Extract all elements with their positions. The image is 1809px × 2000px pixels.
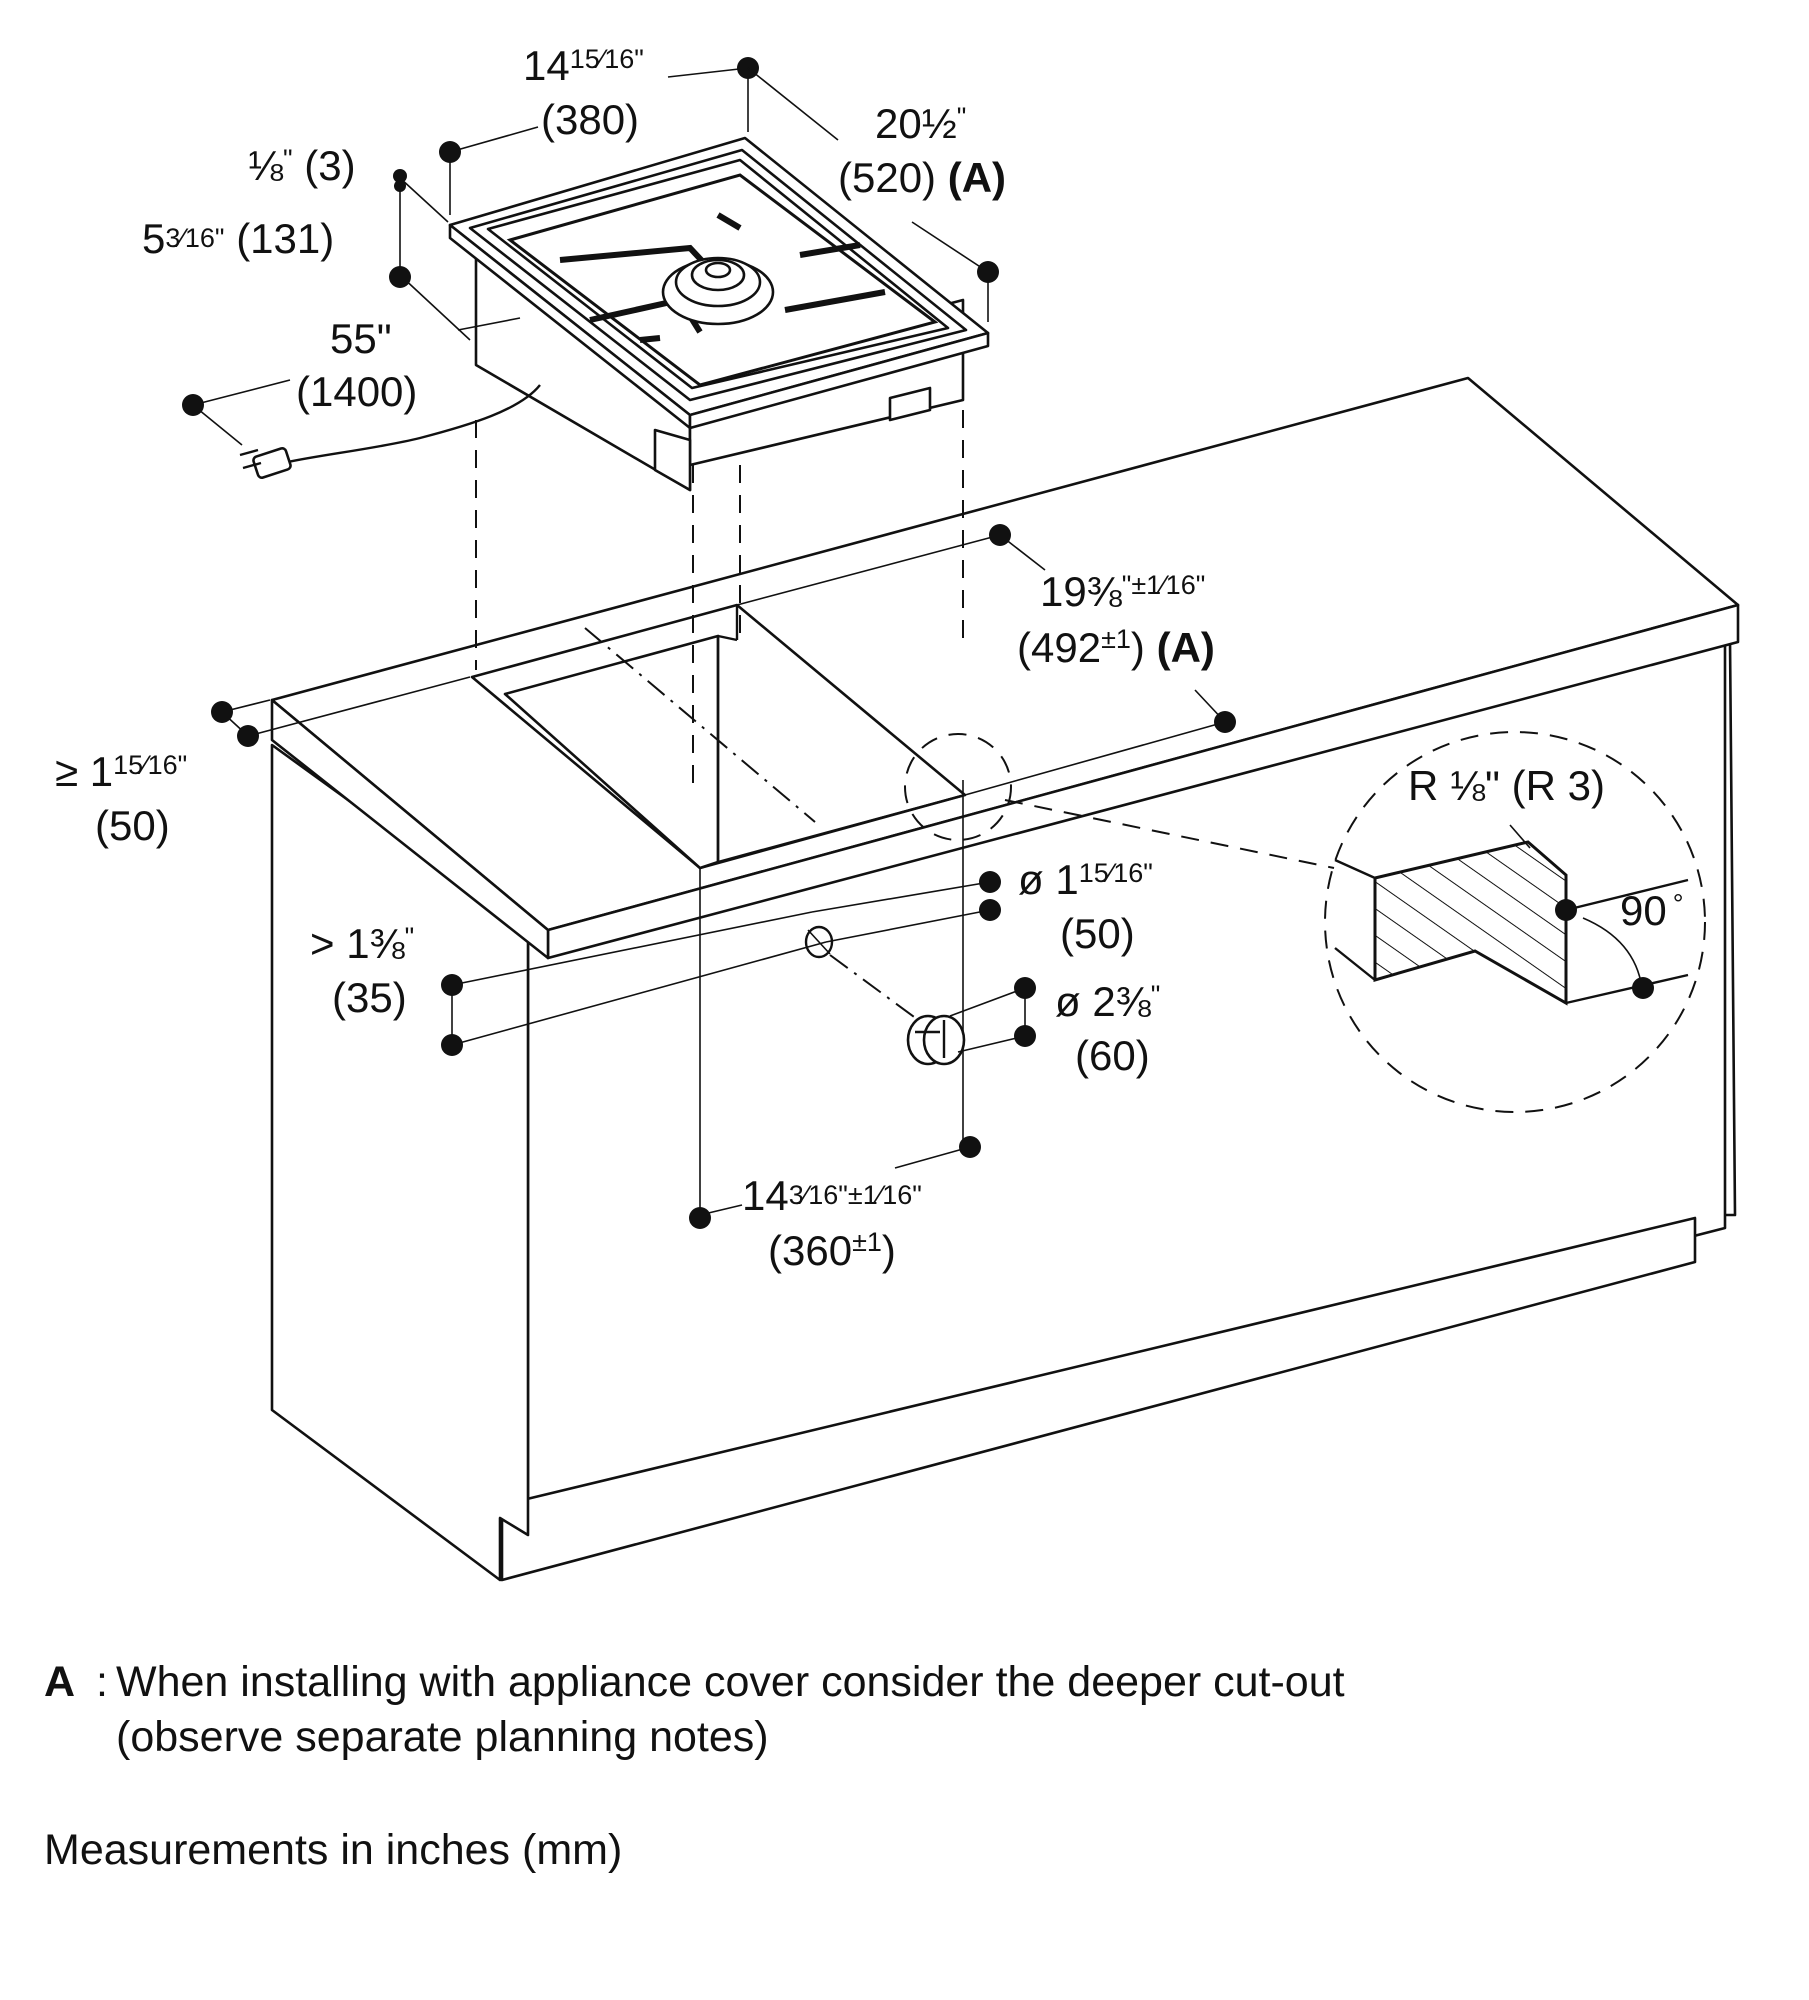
detail-magnifier	[1324, 731, 1706, 1113]
svg-text:(380): (380)	[541, 96, 639, 143]
svg-text:⅛" (3): ⅛" (3)	[248, 142, 356, 189]
svg-text:(360±1): (360±1)	[768, 1227, 896, 1274]
dim-front-distance: ≥ 115⁄16" (50)	[55, 748, 187, 849]
dim-rim-height: ⅛" (3)	[248, 142, 356, 189]
dim-gas-hole-diameter: ø 115⁄16" (50)	[1018, 856, 1153, 957]
dim-cable-length: 55" (1400)	[296, 315, 417, 415]
dim-body-height: 53⁄16" (131)	[142, 215, 334, 262]
note-a-key: A	[44, 1658, 76, 1706]
note-a-colon: :	[96, 1658, 108, 1706]
svg-text:(60): (60)	[1075, 1032, 1150, 1079]
svg-text:ø 2⅜": ø 2⅜"	[1055, 978, 1160, 1025]
svg-text:90°: 90°	[1620, 887, 1684, 934]
note-a-text: When installing with appliance cover con…	[116, 1655, 1764, 1765]
control-knob	[906, 1014, 966, 1066]
svg-text:> 1⅜": > 1⅜"	[310, 920, 414, 967]
svg-text:≥ 115⁄16": ≥ 115⁄16"	[55, 748, 187, 795]
dim-device-depth: 20½" (520) (A)	[838, 100, 1006, 201]
dim-device-width: 1415⁄16" (380)	[523, 42, 644, 143]
svg-text:53⁄16" (131): 53⁄16" (131)	[142, 215, 334, 262]
units-note: Measurements in inches (mm)	[44, 1826, 623, 1874]
dim-knob-diameter: ø 2⅜" (60)	[1055, 978, 1160, 1079]
svg-text:1415⁄16": 1415⁄16"	[523, 42, 644, 89]
svg-text:20½": 20½"	[875, 100, 966, 147]
note-a-line1: When installing with appliance cover con…	[116, 1658, 1345, 1706]
svg-text:(1400): (1400)	[296, 368, 417, 415]
gas-connection	[804, 925, 966, 1066]
cooktop-appliance	[239, 136, 990, 492]
svg-text:R ⅛" (R 3): R ⅛" (R 3)	[1408, 762, 1605, 809]
svg-text:(50): (50)	[95, 802, 170, 849]
countertop-cutout	[470, 603, 967, 870]
svg-text:(35): (35)	[332, 974, 407, 1021]
svg-text:143⁄16"±1⁄16": 143⁄16"±1⁄16"	[742, 1172, 922, 1219]
note-a-line2: (observe separate planning notes)	[116, 1713, 769, 1761]
detail-callout	[904, 731, 1706, 1113]
dim-knob-edge-distance: > 1⅜" (35)	[310, 920, 414, 1021]
dim-cutout-width: 143⁄16"±1⁄16" (360±1)	[742, 1172, 922, 1274]
dimension-leaders	[182, 57, 1654, 1229]
dim-angle: 90°	[1620, 887, 1684, 934]
note-a: A : When installing with appliance cover…	[44, 1655, 1764, 1765]
svg-text:(520) (A): (520) (A)	[838, 154, 1006, 201]
svg-text:(50): (50)	[1060, 910, 1135, 957]
svg-text:19⅜"±1⁄16": 19⅜"±1⁄16"	[1040, 568, 1205, 615]
cabinet	[270, 376, 1740, 1582]
installation-diagram: 1415⁄16" (380) 20½" (520) (A) ⅛" (3) 53⁄…	[55, 42, 1740, 1582]
svg-text:55": 55"	[330, 315, 392, 362]
gas-burner	[661, 256, 775, 326]
svg-text:ø 115⁄16": ø 115⁄16"	[1018, 856, 1153, 903]
dim-corner-radius: R ⅛" (R 3)	[1408, 762, 1605, 809]
projection-lines	[475, 380, 964, 1215]
notes-section: A : When installing with appliance cover…	[44, 1655, 1764, 1878]
svg-text:(492±1) (A): (492±1) (A)	[1017, 624, 1215, 671]
power-cord	[287, 384, 541, 464]
dim-cutout-depth: 19⅜"±1⁄16" (492±1) (A)	[1017, 568, 1215, 671]
power-plug	[239, 447, 292, 479]
